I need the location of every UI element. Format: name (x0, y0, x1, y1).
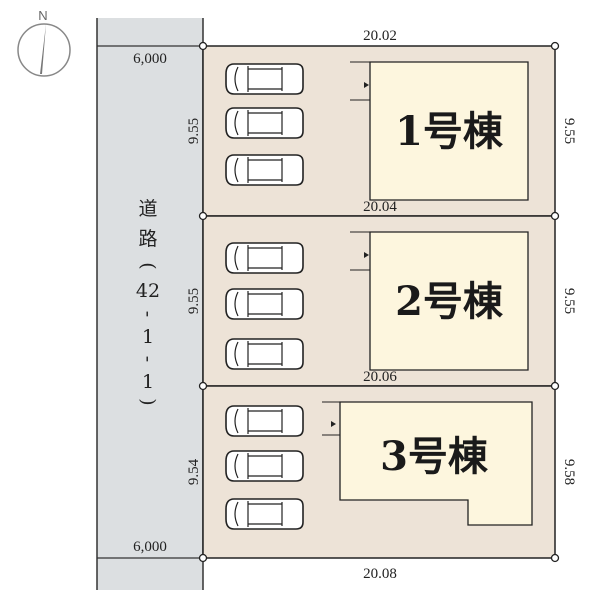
left-dimension: 9.54 (186, 458, 202, 485)
boundary-marker (198, 553, 208, 563)
building-2 (369, 231, 529, 371)
building-3 (339, 401, 533, 526)
road-label: 道路 (42 - 1 - 1) (136, 198, 160, 406)
bottom-dimension: 20.08 (363, 566, 397, 582)
lot-2: 2号棟 9.55 9.55 20.06 (186, 215, 577, 387)
road-label-char: 1 (142, 371, 154, 393)
road-label-char: 道 (138, 198, 157, 220)
building-label: 1号棟 (395, 108, 504, 155)
boundary-marker (198, 381, 208, 391)
boundary-marker (550, 553, 560, 563)
right-dimension: 9.58 (561, 459, 577, 485)
road-width-top: 6,000 (133, 51, 167, 67)
compass-label: N (38, 8, 47, 23)
parking-car-icon (225, 242, 304, 274)
right-dimension: 9.55 (561, 118, 577, 144)
left-dimension: 9.55 (186, 118, 202, 144)
lot-3: 3号棟 9.54 9.58 20.08 (186, 385, 577, 582)
boundary-marker (550, 381, 560, 391)
parking-car-icon (225, 154, 304, 186)
boundary-marker (198, 41, 208, 51)
right-dimension: 9.55 (561, 288, 577, 314)
left-dimension: 9.55 (186, 288, 202, 314)
parking-car-icon (225, 405, 304, 437)
parking-car-icon (225, 288, 304, 320)
road (97, 18, 203, 590)
boundary-marker (550, 41, 560, 51)
parking-car-icon (225, 450, 304, 482)
lot-1: 1号棟 9.55 9.55 20.02 20.04 (186, 28, 577, 217)
building-label: 2号棟 (395, 278, 504, 325)
boundary-marker (198, 211, 208, 221)
parking-car-icon (225, 338, 304, 370)
road-label-char: ( (137, 262, 159, 269)
bottom-dimension: 20.06 (363, 369, 397, 385)
top-dimension: 20.02 (363, 28, 397, 44)
parking-car-icon (225, 107, 304, 139)
road-label-char: 42 (136, 280, 160, 302)
road-label-char: - (137, 356, 159, 362)
road-label-char: 1 (142, 326, 154, 348)
road-label-char: - (137, 311, 159, 317)
building-1 (369, 61, 529, 201)
building-label: 3号棟 (380, 433, 489, 480)
boundary-marker (550, 211, 560, 221)
parking-car-icon (225, 498, 304, 530)
road-width-bottom: 6,000 (133, 539, 167, 555)
road-label-char: ) (137, 398, 159, 405)
parking-car-icon (225, 63, 304, 95)
bottom-dimension: 20.04 (363, 199, 397, 215)
road-label-char: 路 (138, 228, 157, 250)
north-compass-icon: N (17, 8, 71, 77)
